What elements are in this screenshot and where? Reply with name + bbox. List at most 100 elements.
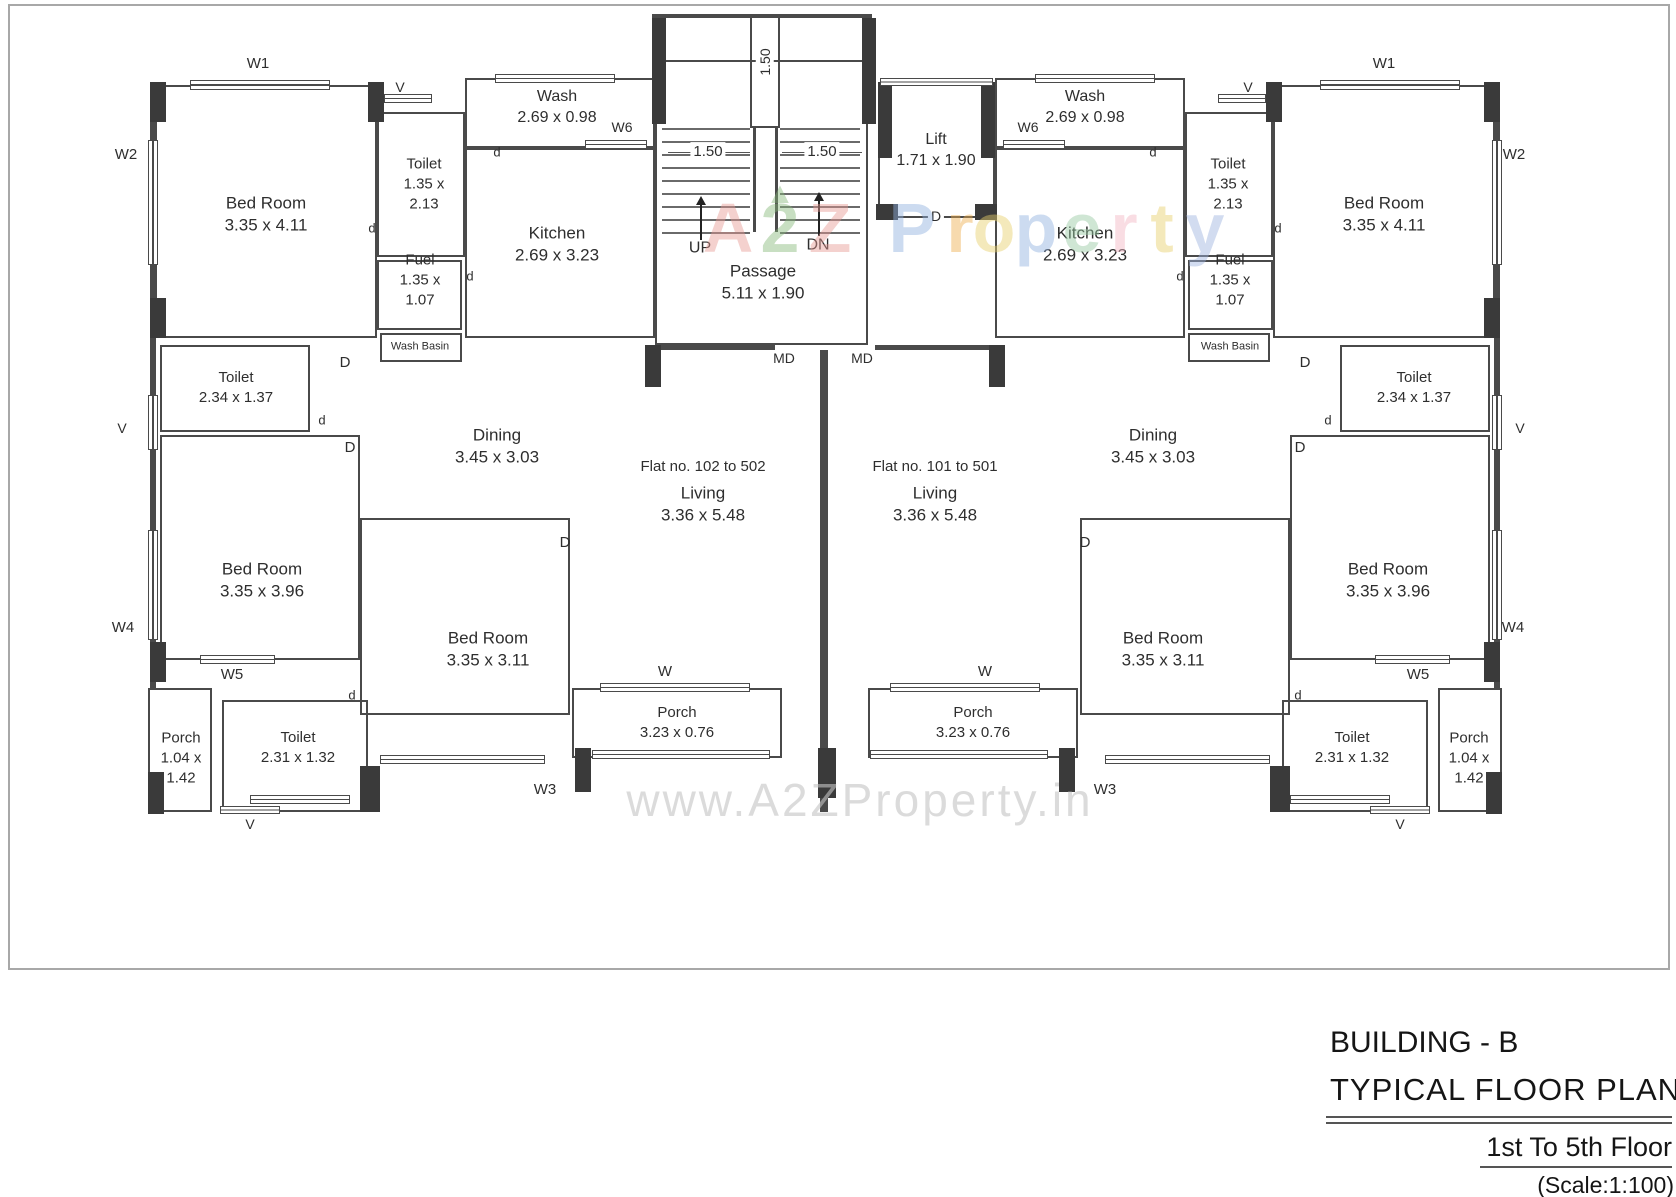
label-living-right: Living 3.36 x 5.48 [892,483,978,525]
toilet-mid-right-room [1340,345,1490,432]
column-19 [1484,642,1500,682]
label-v-top-right: V [1243,78,1253,95]
title-rule-1 [1326,1116,1672,1118]
column-0 [150,82,166,122]
watermark-letter-2: 2 [760,189,800,267]
kitchen-right-room [995,148,1185,338]
bedroom-mid-left-room [160,435,360,660]
column-22 [1059,748,1075,792]
bedroom-bottom-right-room [1080,518,1290,715]
washbasin-right-room [1188,333,1270,362]
label-d-bed-right: D [1079,534,1091,552]
stair-tread [662,128,750,130]
stair-tread [780,128,860,130]
label-v-mid-left: V [117,419,127,436]
label-w6-left: W6 [611,118,633,135]
label-washbasin-left: Wash Basin [390,340,450,353]
window-wash-right [1035,74,1155,83]
stair-tread [780,180,860,182]
stair-tread [780,232,860,234]
label-toilet-mid-right: Toilet 2.34 x 1.37 [1376,369,1452,406]
window-v-top-right [1218,94,1266,103]
wall-segment-0 [150,82,156,688]
label-w4-right: W4 [1501,619,1525,637]
label-md-right: MD [851,349,873,366]
window-w3-right [1105,755,1270,764]
title-floors: 1st To 5th Floor [1486,1132,1672,1162]
toilet-mid-left-room [160,345,310,432]
wall-segment-7 [820,350,828,812]
watermark-letter-8: e [1062,189,1102,267]
label-toilet-top-right: Toilet 1.35 x 2.13 [1207,155,1249,212]
title-rule-3 [1480,1166,1672,1168]
window-v-top-left [384,94,432,103]
watermark-letter-1: ▲ [765,177,795,210]
label-bedroom-bottom-right: Bed Room 3.35 x 3.11 [1121,628,1205,670]
label-v-top-left: V [395,78,405,95]
label-d-fuel-left: d [466,268,474,284]
label-w6-right: W6 [1017,118,1039,135]
toilet-bottom-left-room [222,700,368,812]
bedroom-mid-right-room [1290,435,1490,660]
label-toilet-mid-left: Toilet 2.34 x 1.37 [198,369,274,406]
column-20 [1486,772,1502,814]
column-8 [645,345,661,387]
stair-tread [662,232,750,234]
window-living-left [600,683,750,692]
label-d-mid-right: d [1324,412,1332,428]
window-v-mid-left [148,395,158,450]
lift-top-hatch [880,78,993,86]
label-up: UP [688,239,712,257]
stair-arrow-head-1 [814,192,824,201]
label-w3-right: W3 [1093,781,1117,799]
stair-tread [662,193,750,195]
label-fuel-right: Fuel 1.35 x 1.07 [1209,251,1251,308]
label-toilet-top-left: Toilet 1.35 x 2.13 [403,155,445,212]
window-w2-right [1492,140,1502,265]
wall-segment-1 [1494,82,1500,688]
label-d-wash-left: d [493,144,501,160]
watermark-url: www.A2ZProperty.in [626,774,1094,826]
window-v-mid-right [1492,395,1502,450]
wall-segment-6 [875,345,995,350]
label-dining-left: Dining 3.45 x 3.03 [454,425,540,467]
toilet-top-right-room [1185,112,1273,257]
label-w2-left: W2 [114,146,138,164]
label-flat-right: Flat no. 101 to 501 [872,458,998,476]
label-dim-vertical: 1.50 [755,45,775,79]
label-d-wash-right: d [1149,144,1157,160]
watermark-letter-5: r [946,189,974,267]
stair-tread [662,141,750,143]
label-d-top-right: D [1299,354,1311,372]
label-bedroom-mid-right: Bed Room 3.35 x 3.96 [1345,559,1431,601]
label-w5-left: W5 [220,666,244,684]
label-washbasin-right: Wash Basin [1200,340,1260,353]
label-w5-right: W5 [1406,666,1430,684]
label-w2-right: W2 [1502,146,1526,164]
column-10 [652,18,666,124]
label-toilet-bottom-right: Toilet 2.31 x 1.32 [1314,729,1390,766]
label-dim-right: 1.50 [804,142,840,162]
label-w1-left: W1 [246,55,270,73]
stair-tread [780,167,860,169]
stair-arrow-0 [700,202,702,240]
drawing-border [8,4,1670,970]
column-4 [148,772,164,814]
window-w6-right [1003,140,1065,149]
label-w-porch-right: W [977,663,993,681]
stair-arrow-1 [818,198,820,236]
label-v-mid-right: V [1515,419,1525,436]
window-living-right [890,683,1040,692]
column-2 [150,298,166,338]
porch-right-room [1438,688,1502,812]
column-18 [1484,298,1500,338]
label-d-toilet-top-left: d [368,220,376,236]
window-toilet-bottom-left [250,795,350,804]
label-w1-right: W1 [1372,55,1396,73]
label-w-porch-left: W [657,663,673,681]
toilet-top-left-room [377,112,465,257]
label-toilet-bottom-left: Toilet 2.31 x 1.32 [260,729,336,766]
column-21 [1270,766,1290,812]
watermark-letter-0: A [702,189,754,267]
window-w4-right [1492,530,1502,640]
